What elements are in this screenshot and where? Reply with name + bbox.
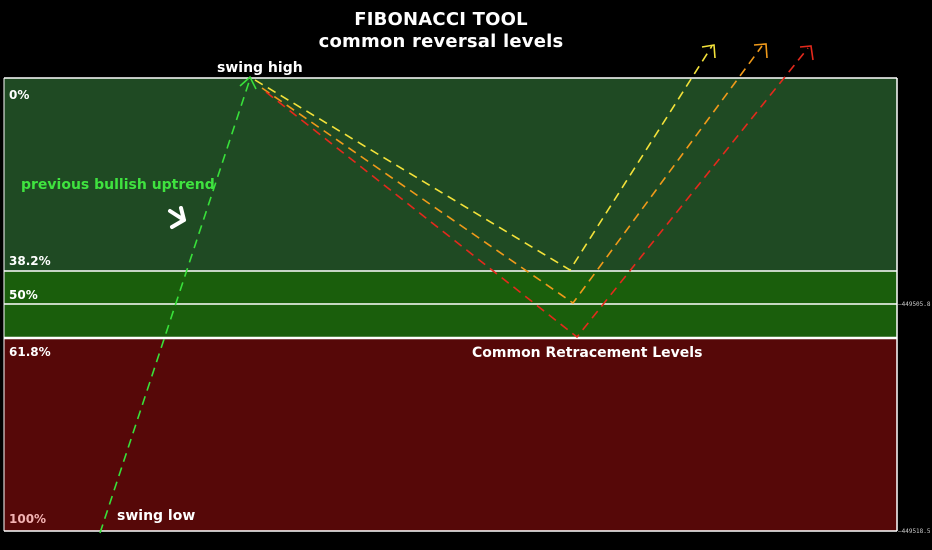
level-label-61-8: 61.8%: [9, 345, 51, 359]
uptrend-arrowhead: [239, 75, 257, 90]
level-label-38-2: 38.2%: [9, 254, 51, 268]
path-61-8: [265, 47, 809, 339]
level-label-50: 50%: [9, 288, 38, 302]
price-label-100: —449518.5: [898, 528, 931, 535]
uptrend-line: [99, 78, 251, 534]
level-label-100: 100%: [9, 512, 47, 526]
zone-618-100: [4, 338, 897, 531]
chart-subtitle: common reversal levels: [318, 31, 564, 52]
path-61-8-arrowhead: [799, 45, 814, 61]
level-label-0: 0%: [9, 88, 30, 102]
previous-trend-label: previous bullish uptrend: [21, 177, 215, 193]
chart-title: FIBONACCI TOOL: [354, 9, 528, 30]
path-38-2: [254, 45, 713, 272]
path-38-2-arrowhead: [701, 44, 716, 59]
swing-high-label: swing high: [217, 60, 303, 76]
zone-0-382: [4, 78, 897, 271]
pointer-arrow-icon: [168, 206, 186, 229]
retracement-label: Common Retracement Levels: [472, 345, 703, 361]
price-label-50: —449505.8: [898, 301, 931, 308]
path-50: [261, 45, 763, 305]
swing-low-label: swing low: [117, 508, 196, 524]
path-50-arrowhead: [753, 43, 768, 59]
